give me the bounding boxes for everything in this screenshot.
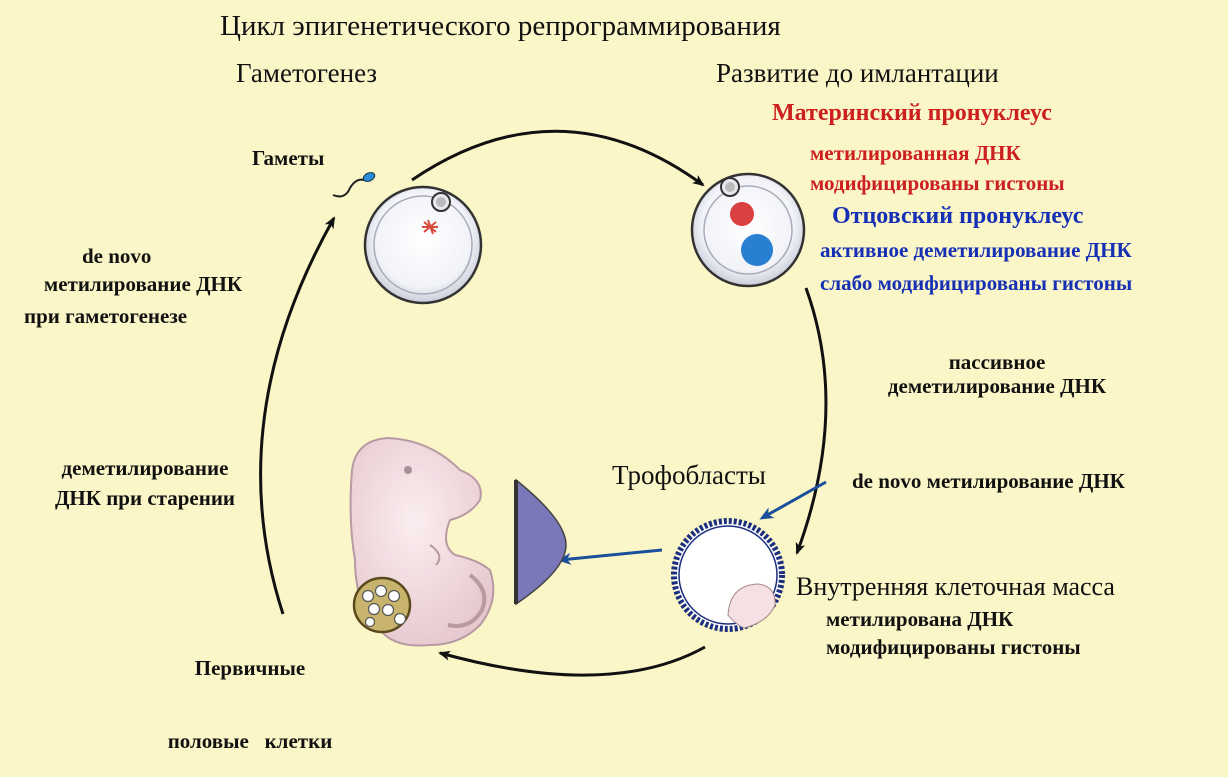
de-novo-left-line1: de novo [82, 244, 152, 268]
aging-line2: ДНК при старении [54, 486, 236, 511]
arrow-embryo-to-gametes [259, 216, 336, 615]
paternal-title: Отцовский пронуклеус [832, 203, 1084, 229]
paternal-line2: слабо модифицированы гистоны [820, 271, 1133, 295]
primordial-line1: Первичные [194, 656, 306, 681]
maternal-pronucleus [730, 202, 754, 226]
section-gametogenesis: Гаметогенез [236, 58, 378, 88]
icm-title: Внутренняя клеточная масса [796, 572, 1115, 601]
gametes-label: Гаметы [252, 146, 325, 170]
de-novo-left-line3: при гаметогенезе [24, 304, 188, 329]
maternal-line1: метилированная ДНК [810, 141, 1021, 165]
arrow-icm-to-placenta [557, 548, 663, 565]
paternal-line1: активное деметилирование ДНК [820, 238, 1132, 262]
fetus-illustration [349, 436, 495, 647]
primordial-line2: половые клетки [167, 728, 333, 753]
arrow-zygote-to-blastocyst [795, 287, 828, 555]
arrow-gametes-to-zygote [411, 129, 705, 187]
section-preimplantation: Развитие до имлантации [716, 58, 999, 88]
trophoblasts-label: Трофобласты [612, 460, 766, 490]
de-novo-right-label: de novo метилирование ДНК [852, 469, 1125, 493]
paternal-pronucleus [741, 234, 773, 266]
aging-demethylation-label: деметилирование ДНК при старении [20, 456, 270, 510]
aging-line1: деметилирование [61, 456, 229, 480]
arrow-blastocyst-to-embryo [438, 645, 706, 677]
de-novo-left-label: de novo метилирование ДНК при гаметогене… [8, 244, 278, 328]
icm-line1: метилирована ДНК [826, 607, 1014, 631]
passive-demethylation-label: пассивное деметилирование ДНК [852, 350, 1142, 398]
arrow-trophoblast-pointer [759, 480, 827, 520]
passive-line2: деметилирование ДНК [887, 374, 1107, 399]
oocyte-cell [363, 185, 483, 305]
primordial-germ-cells-label: Первичные половые клетки [140, 608, 360, 777]
zygote-cell [690, 172, 806, 288]
placenta-disc [514, 478, 567, 606]
cycle-diagram [259, 129, 828, 677]
maternal-line2: модифицированы гистоны [810, 171, 1065, 195]
icm-line2: модифицированы гистоны [826, 635, 1081, 659]
page-title: Цикл эпигенетического репрограммирования [220, 10, 781, 42]
blastocyst-cell [671, 518, 785, 632]
sperm-icon [332, 172, 376, 198]
de-novo-left-line2: метилирование ДНК [43, 272, 243, 297]
passive-line1: пассивное [948, 350, 1046, 374]
maternal-title: Материнский пронуклеус [772, 100, 1052, 126]
